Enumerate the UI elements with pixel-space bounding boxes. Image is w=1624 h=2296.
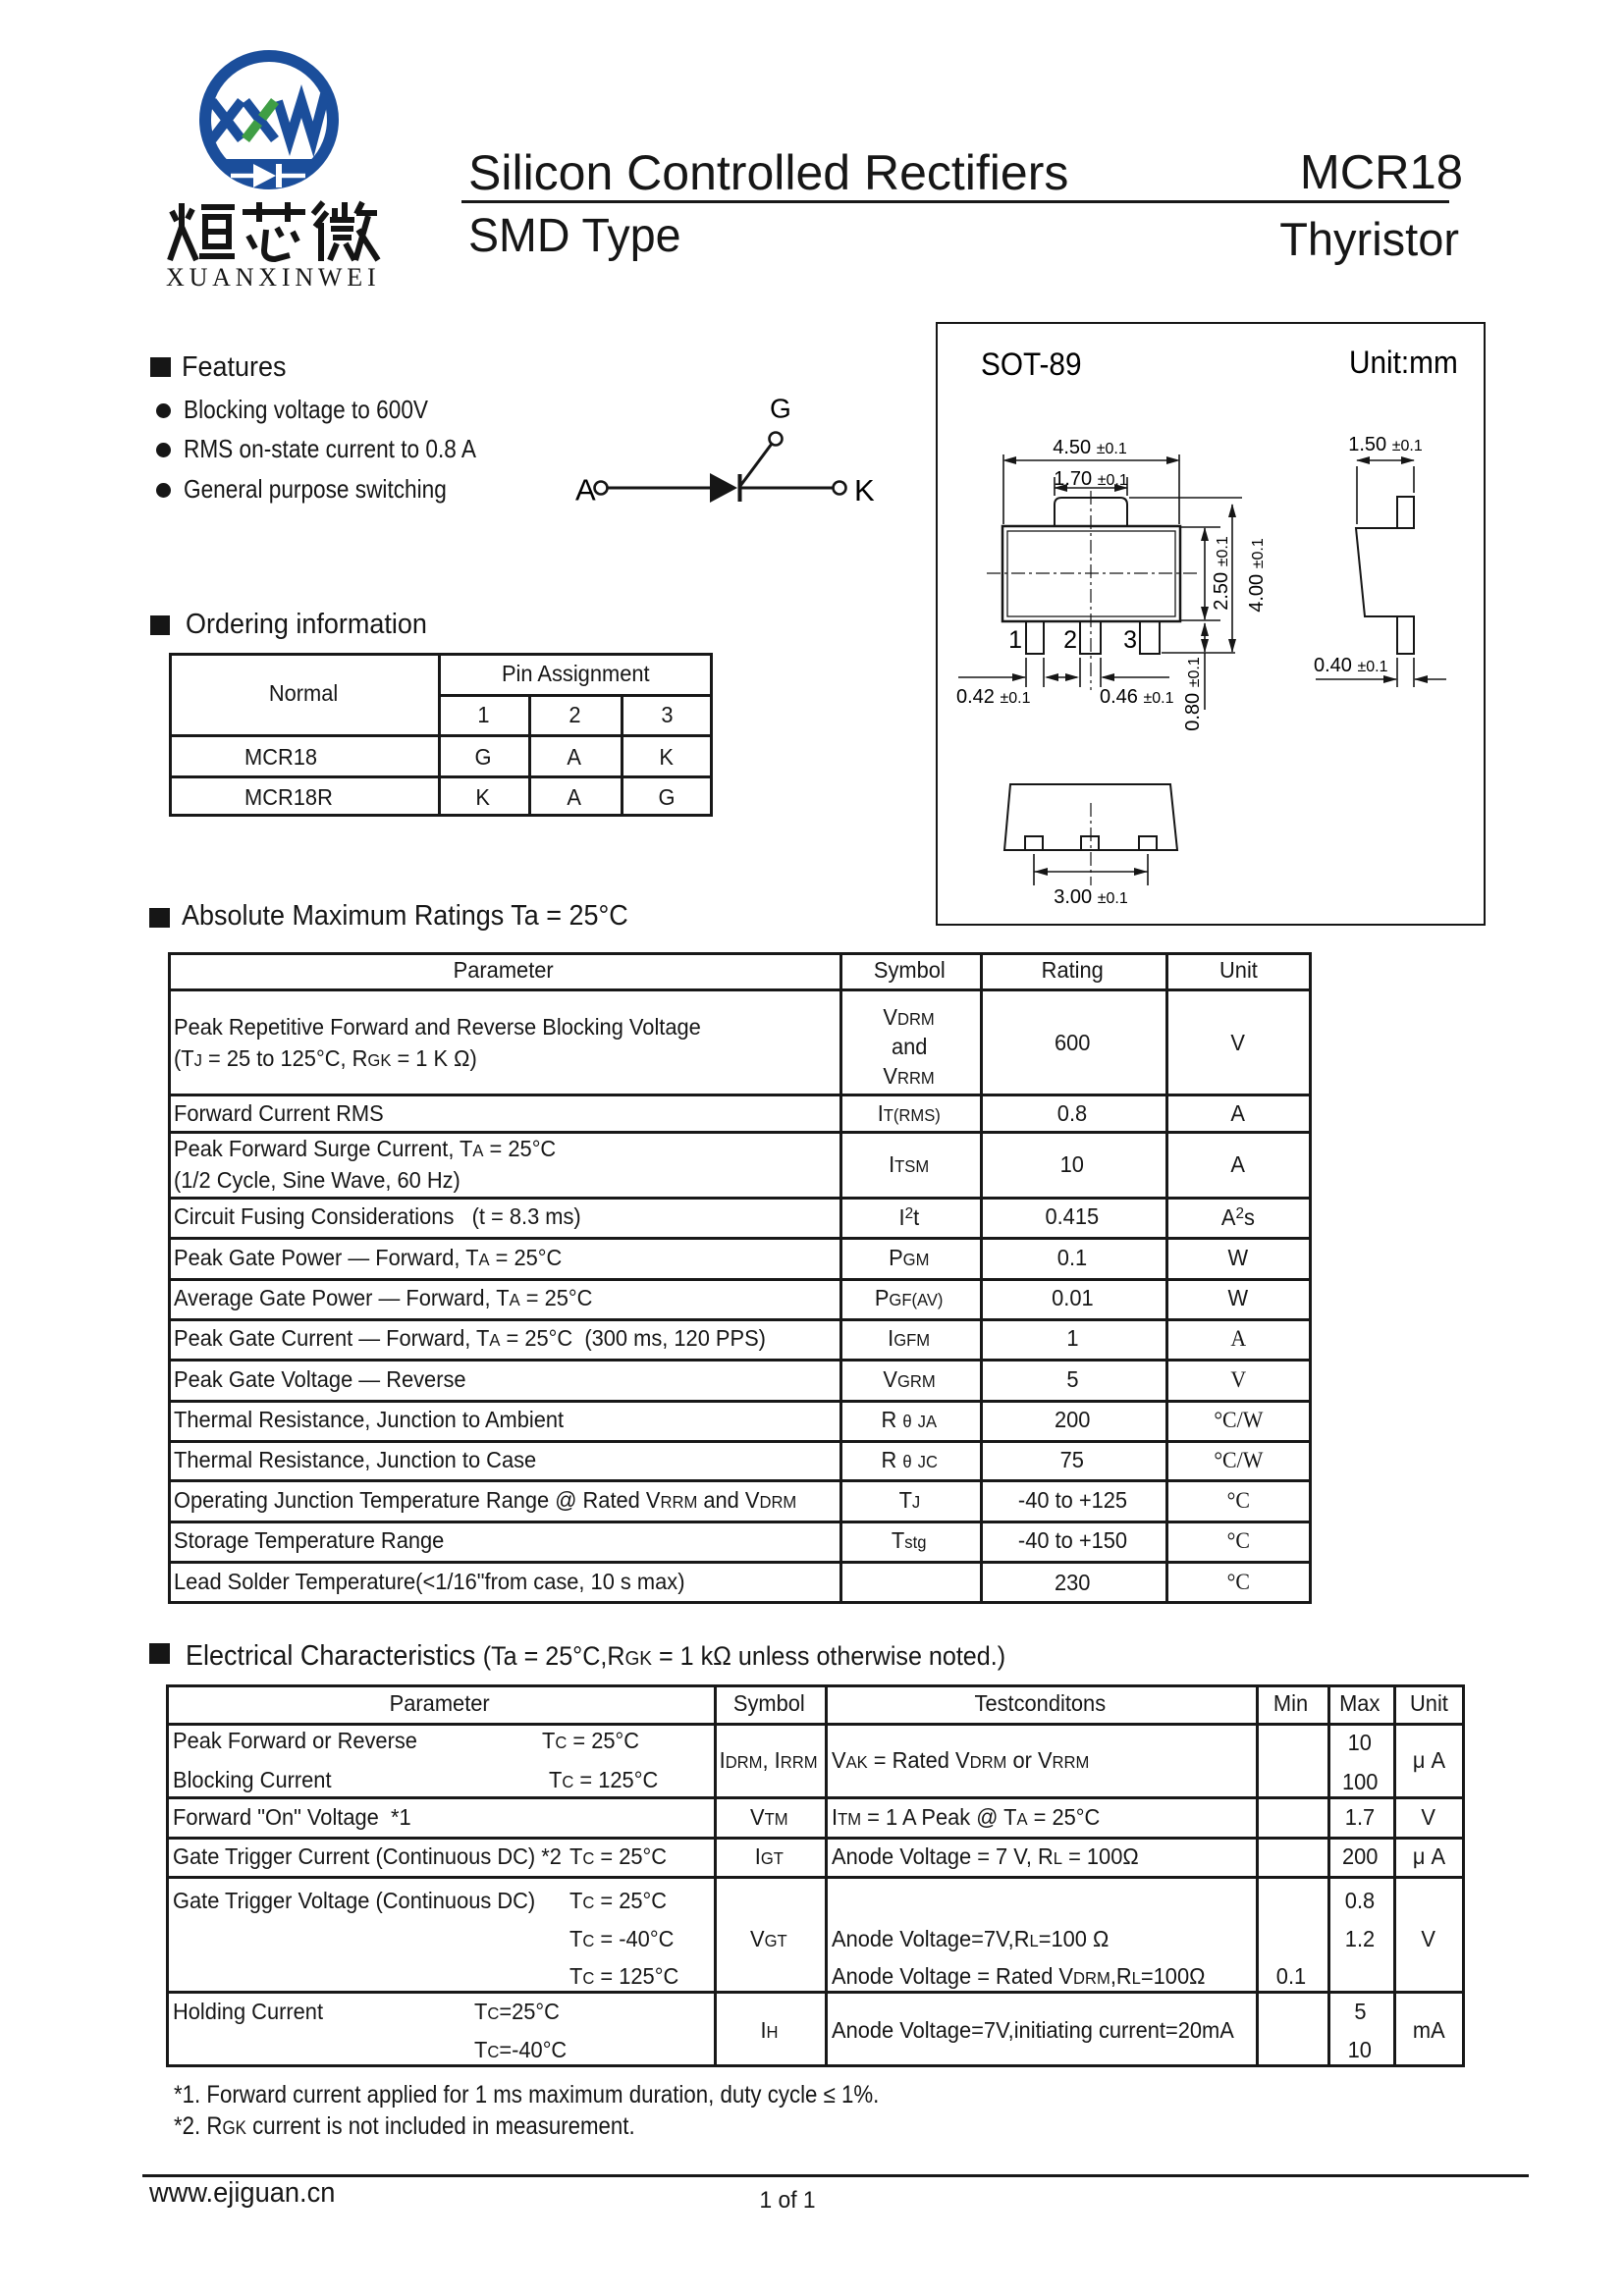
- svg-text:SOT-89: SOT-89: [981, 347, 1082, 382]
- svg-text:3: 3: [1123, 626, 1137, 654]
- svg-text:0.42 ±0.1: 0.42 ±0.1: [956, 686, 1031, 708]
- svg-text:Unit:mm: Unit:mm: [1349, 345, 1458, 380]
- svg-text:K: K: [854, 473, 875, 507]
- svg-text:2: 2: [1063, 626, 1077, 654]
- svg-text:G: G: [770, 394, 791, 424]
- svg-text:2.50 ±0.1: 2.50 ±0.1: [1211, 536, 1232, 611]
- svg-text:1: 1: [1008, 626, 1022, 654]
- svg-text:A: A: [575, 473, 596, 507]
- svg-text:1.70 ±0.1: 1.70 ±0.1: [1054, 468, 1128, 490]
- svg-text:0.80 ±0.1: 0.80 ±0.1: [1182, 657, 1204, 731]
- svg-text:3.00 ±0.1: 3.00 ±0.1: [1054, 886, 1128, 908]
- svg-text:0.40 ±0.1: 0.40 ±0.1: [1314, 655, 1388, 676]
- svg-text:1.50 ±0.1: 1.50 ±0.1: [1348, 434, 1423, 455]
- svg-text:4.00 ±0.1: 4.00 ±0.1: [1246, 538, 1268, 613]
- svg-text:0.46 ±0.1: 0.46 ±0.1: [1100, 686, 1174, 708]
- svg-text:4.50 ±0.1: 4.50 ±0.1: [1053, 437, 1127, 458]
